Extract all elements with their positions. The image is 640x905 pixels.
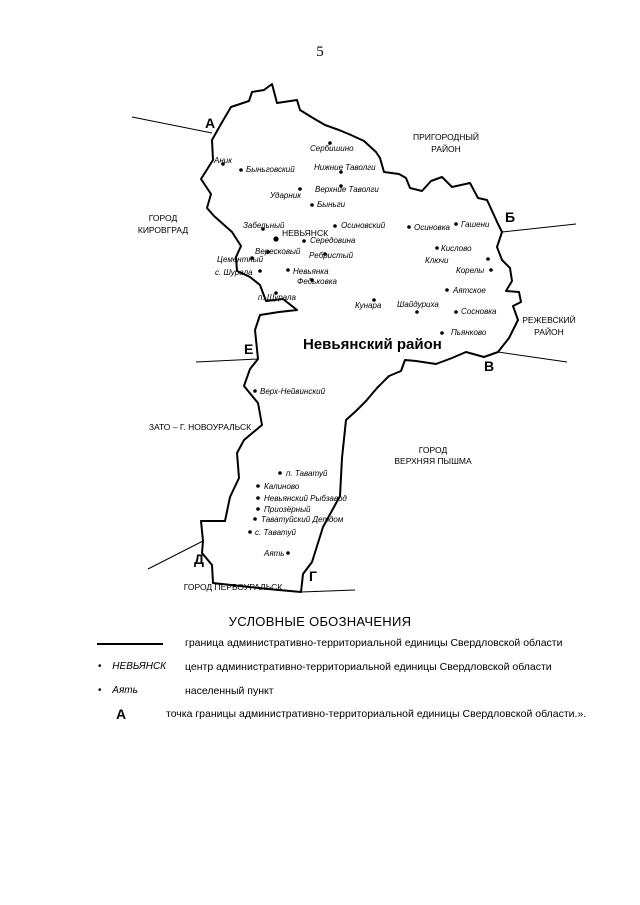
neighbor-label: ПРИГОРОДНЫЙ [413,131,479,142]
settlement-label: Аять [263,549,284,558]
settlement-label: Ребристый [309,251,354,260]
settlement-label: с. Таватуй [255,528,297,537]
neighbor-label: РАЙОН [534,326,564,337]
settlement-label: Середовина [310,236,356,245]
legend-boundary-symbol [97,643,163,645]
legend-title: УСЛОВНЫЕ ОБОЗНАЧЕНИЯ [228,614,412,629]
settlement-label: Цементный [217,255,264,264]
settlement-dot-icon: • [98,685,102,696]
neighbor-label: ГОРОД ПЕРВОУРАЛЬСК [184,582,282,592]
page-number: 5 [316,44,324,60]
district-boundary [200,83,522,593]
settlement-label: Осиновка [414,223,450,232]
neighbor-label: ВЕРХНЯЯ ПЫШМА [394,456,472,466]
settlement-label: Пьянково [451,328,487,337]
boundary-point-label: Д [194,551,204,567]
legend-settlement-symbol: • Аять [98,685,138,696]
neighbor-label: КИРОВГРАД [138,225,188,235]
legend-settlement-text: населенный пункт [185,685,274,697]
settlement-label: Верхние Таволги [315,185,379,194]
settlement-label: Кислово [441,244,472,253]
settlement-label: Шайдуриха [397,300,439,309]
settlement-label: Таватуйский Детдом [261,515,344,524]
boundary-point-label: Б [505,209,515,225]
neighbor-label: РАЙОН [431,143,461,154]
settlement-dots [221,141,493,555]
settlement-label: Кунара [355,301,382,310]
settlement-label: Верх-Нейвинский [260,387,326,396]
legend-point-text: точка границы административно-территориа… [166,708,587,720]
neighbor-boundary-lines [131,116,577,593]
settlement-label: Ударник [269,191,302,200]
boundary-point-label: Г [309,568,317,584]
center-dot-icon: • [98,661,102,672]
boundary-point-label: В [484,358,494,374]
settlement-label: Нижние Таволги [314,163,376,172]
settlement-label: Аятское [452,286,486,295]
settlement-label: Сосновка [461,307,497,316]
neighbor-label: ГОРОД [149,213,178,223]
legend-center-text: центр административно-территориальной ед… [185,661,552,673]
boundary-point-label: А [205,115,215,131]
neighbor-label: ЗАТО – Г. НОВОУРАЛЬСК [149,422,251,432]
district-center-label: НЕВЬЯНСК [282,228,328,238]
settlement-label: Аник [213,156,233,165]
legend-boundary-text: граница административно-территориальной … [185,637,563,649]
settlement-label: Вересковый [255,247,301,256]
settlement-label: Быньговский [246,165,295,174]
settlement-label: Сербишино [310,144,354,153]
settlement-label: п. Таватуй [286,469,328,478]
boundary-point-label: Е [244,341,253,357]
settlement-label: Невьянский Рыбзавод [264,494,347,503]
settlement-label: Федьковка [297,277,338,286]
settlement-label: Быньги [317,200,346,209]
settlement-label: Калиново [264,482,300,491]
settlement-label: Приозёрный [264,505,311,514]
settlement-label: Невьянка [293,267,329,276]
settlement-label: Корелы [456,266,484,275]
settlement-label: Ключи [425,256,449,265]
neighbor-label: ГОРОД [419,445,448,455]
settlement-label: п. Шурала [258,293,297,302]
settlement-label: Гашени [461,220,490,229]
neighbor-label: РЕЖЕВСКИЙ [522,314,576,325]
settlement-label: Осиновский [341,221,386,230]
legend-center-symbol: • НЕВЬЯНСК [98,661,167,672]
district-name: Невьянский район [303,336,442,353]
settlement-label: Забельный [243,221,285,230]
settlement-label: с. Шурала [215,268,253,277]
legend-point-symbol: А [116,706,127,722]
